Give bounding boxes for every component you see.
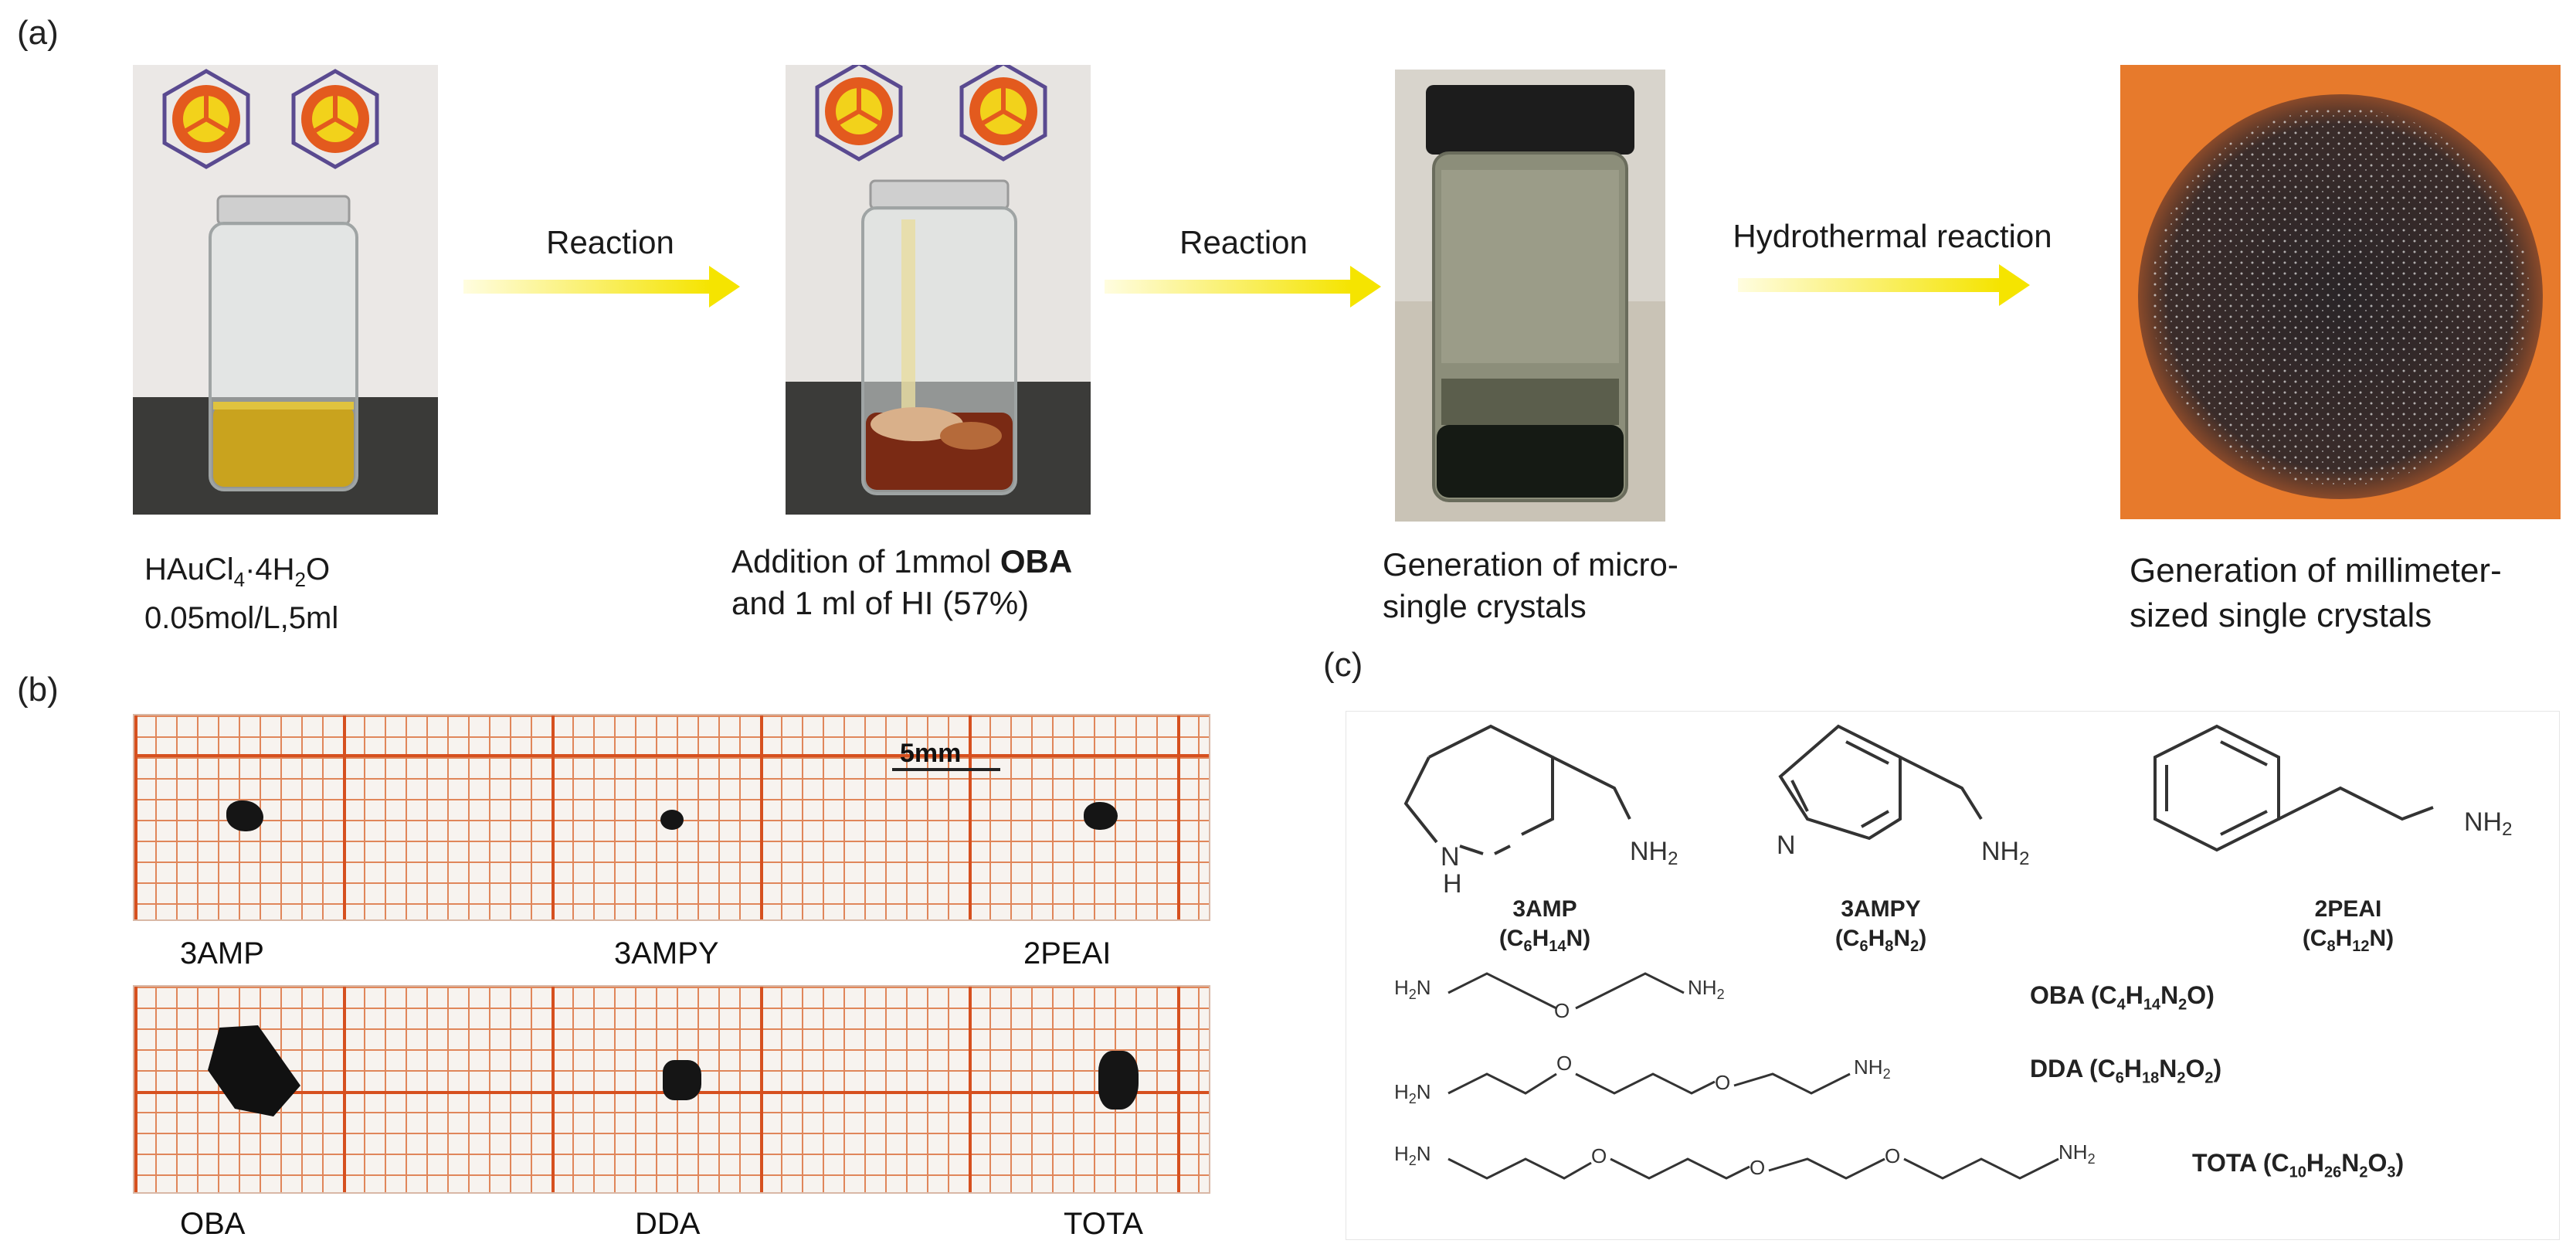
caption-step3-line1: Generation of micro- [1383, 546, 1678, 583]
caption-step2-line1: Addition of 1mmol OBA [731, 543, 1073, 579]
sample-label-3ampy: 3AMPY [614, 936, 719, 970]
crystal-dda [663, 1060, 701, 1100]
structure-3ampy: N NH2 [1777, 724, 2029, 869]
svg-text:O: O [1554, 999, 1570, 1022]
sample-label-oba: OBA [180, 1207, 246, 1241]
crystal-oba [204, 1024, 304, 1124]
svg-text:O: O [1750, 1156, 1765, 1179]
arrow-3 [1738, 261, 2031, 311]
caption-step2-line2: and 1 ml of HI (57%) [731, 585, 1030, 621]
graph-paper-bottom [133, 985, 1210, 1194]
photo-oba-addition [786, 65, 1091, 515]
caption-step4-line1: Generation of millimeter- [2130, 552, 2502, 590]
caption-step2: Addition of 1mmol OBA and 1 ml of HI (57… [731, 541, 1072, 624]
svg-text:H2N: H2N [1394, 1080, 1431, 1106]
structures-box [1346, 711, 2560, 1240]
atom-n-3ampy: N [1777, 831, 1796, 860]
structure-oba: H2N O NH2 [1394, 972, 1725, 1022]
svg-text:H2N: H2N [1394, 1142, 1431, 1168]
structure-tota: H2N O O O NH2 [1394, 1140, 2096, 1180]
svg-text:O: O [1715, 1071, 1730, 1094]
chain-label-tota: TOTA (C10H26N2O3) [2192, 1149, 2405, 1181]
photo-micro-crystals [1395, 70, 1665, 522]
photo-hauCl4-solution [133, 65, 438, 515]
atom-n-3amp: N [1441, 842, 1460, 872]
sample-label-3amp: 3AMP [180, 936, 264, 970]
sample-label-tota: TOTA [1064, 1207, 1143, 1241]
svg-text:O: O [1556, 1052, 1572, 1075]
atom-nh2-3ampy: NH2 [1981, 837, 2029, 869]
arrow-2 [1105, 263, 1383, 313]
structure-formula-3amp: (C6H14N) [1498, 926, 1591, 955]
svg-text:NH2: NH2 [1688, 976, 1725, 1002]
svg-text:NH2: NH2 [1854, 1055, 1891, 1082]
panel-b-label: (b) [17, 671, 59, 709]
caption-step3: Generation of micro- single crystals [1383, 544, 1678, 627]
crystal-2peai [1084, 802, 1118, 830]
structure-dda: H2N O O NH2 [1394, 1052, 1891, 1106]
caption-step1-line1: HAuCl4·4H2O [144, 552, 331, 591]
structure-2peai: NH2 [2153, 724, 2512, 852]
svg-text:O: O [1591, 1144, 1607, 1167]
chain-label-oba: OBA (C4H14N2O) [2030, 981, 2215, 1014]
svg-text:O: O [1885, 1144, 1900, 1167]
atom-nh2-3amp: NH2 [1630, 837, 1678, 869]
arrow-1-label: Reaction [546, 224, 674, 260]
svg-text:NH2: NH2 [2058, 1140, 2096, 1167]
atom-h-3amp: H [1443, 869, 1462, 899]
atom-nh2-2peai: NH2 [2464, 807, 2512, 840]
structure-3amp: N H NH2 [1403, 724, 1678, 899]
chain-label-dda: DDA (C6H18N2O2) [2030, 1055, 2222, 1087]
photo-millimeter-crystals [2120, 65, 2561, 519]
sample-label-2peai: 2PEAI [1023, 936, 1112, 970]
structure-formula-2peai: (C8H12N) [2302, 926, 2394, 955]
structure-name-3amp: 3AMP [1512, 896, 1577, 922]
caption-step1-line2: 0.05mol/L,5ml [144, 601, 339, 635]
caption-step4-line2: sized single crystals [2130, 596, 2432, 634]
arrow-1 [463, 263, 742, 313]
crystal-3amp [226, 800, 263, 831]
structure-formula-3ampy: (C6H8N2) [1834, 926, 1927, 955]
scale-label: 5mm [900, 739, 962, 768]
arrow-3-label: Hydrothermal reaction [1733, 218, 2052, 254]
caption-step4: Generation of millimeter- sized single c… [2130, 549, 2502, 638]
panel-a-label: (a) [17, 14, 59, 52]
panel-c-label: (c) [1323, 646, 1363, 684]
structure-name-3ampy: 3AMPY [1841, 896, 1921, 922]
arrow-2-label: Reaction [1179, 224, 1308, 260]
caption-step3-line2: single crystals [1383, 588, 1587, 624]
crystal-tota [1098, 1051, 1139, 1110]
sample-label-dda: DDA [635, 1207, 701, 1241]
structure-name-2peai: 2PEAI [2314, 896, 2382, 922]
caption-step1: HAuCl4·4H2O 0.05mol/L,5ml [144, 550, 338, 637]
svg-text:H2N: H2N [1394, 976, 1431, 1002]
scale-bar [892, 768, 1000, 771]
crystal-3ampy [660, 810, 684, 830]
